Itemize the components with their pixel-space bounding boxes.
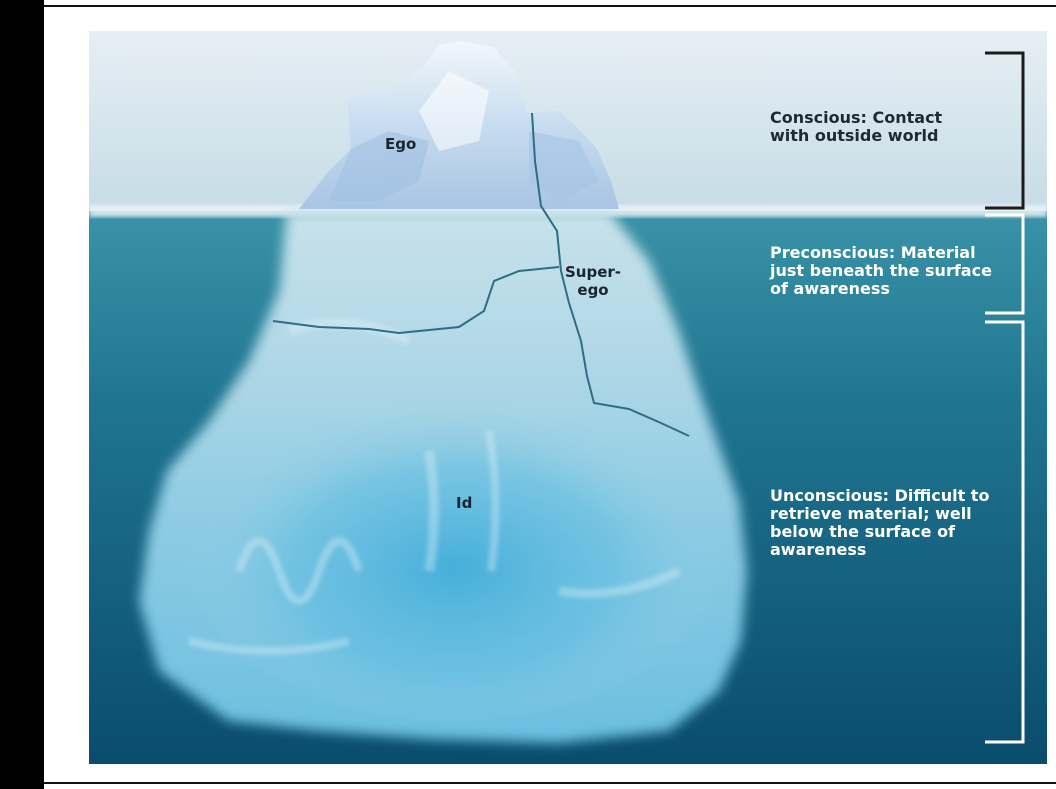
superego-label: Super- ego (565, 263, 621, 299)
iceberg-scene: Ego Super- ego Id Conscious: Contact wit… (89, 31, 1047, 764)
id-label: Id (456, 494, 472, 512)
preconscious-bracket (985, 215, 1023, 313)
iceberg-deep-core (184, 381, 724, 721)
unconscious-label: Unconscious: Difficult to retrieve mater… (770, 487, 989, 559)
preconscious-label: Preconscious: Material just beneath the … (770, 244, 992, 298)
left-black-bar (0, 0, 44, 789)
ego-label: Ego (385, 135, 416, 153)
conscious-bracket (985, 53, 1023, 208)
unconscious-bracket (985, 322, 1023, 742)
level-brackets (985, 31, 1025, 764)
conscious-label: Conscious: Contact with outside world (770, 109, 942, 145)
